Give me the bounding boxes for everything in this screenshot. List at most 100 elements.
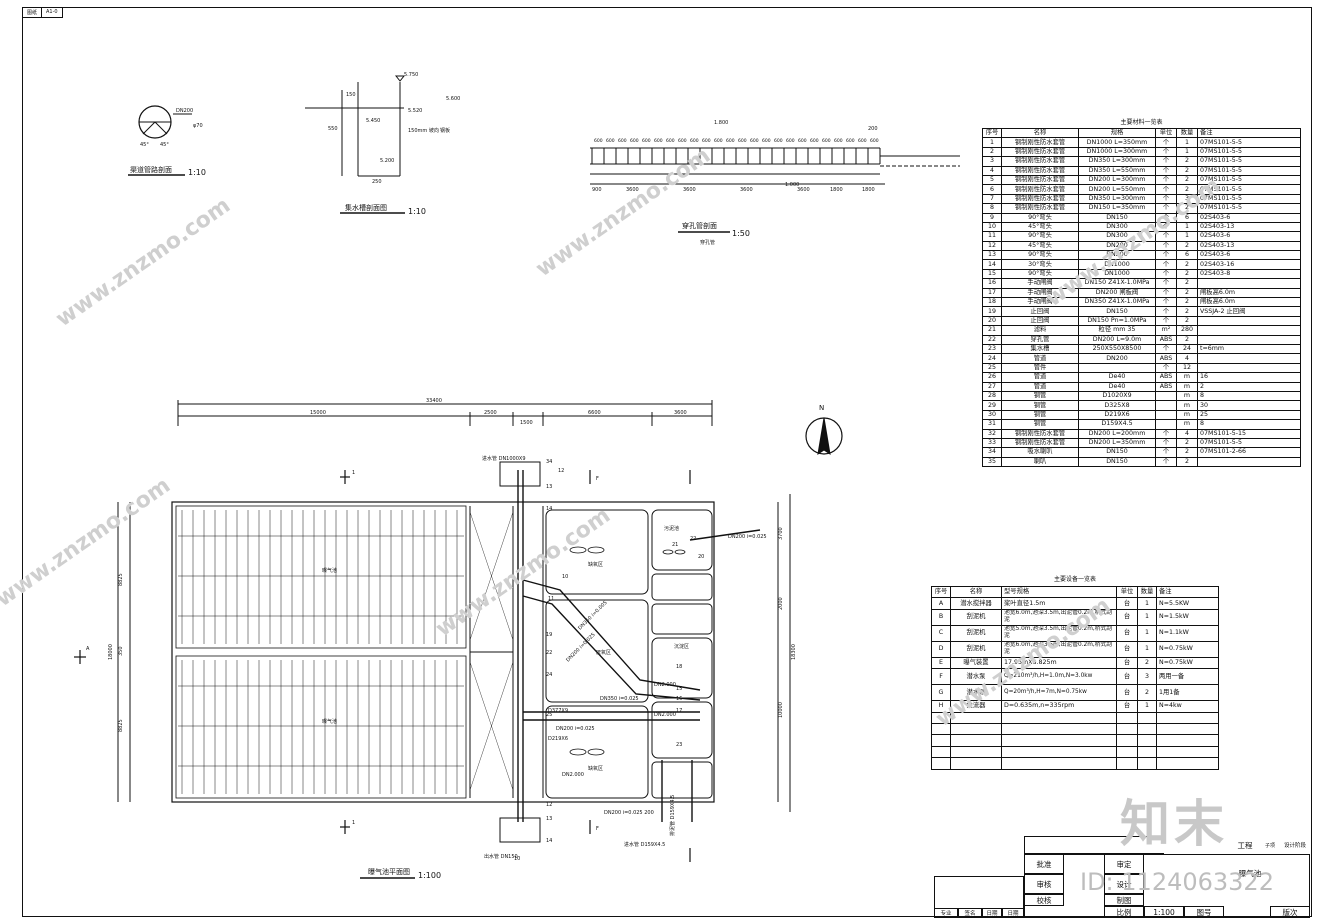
equipment-cell (1001, 711, 1117, 724)
material-cell: 16 (982, 278, 1002, 289)
equipment-cell: 台 (1116, 656, 1138, 670)
material-cell: 2 (1176, 287, 1198, 299)
north-label: N (819, 404, 824, 412)
pipe-label-phi: φ70 (193, 123, 203, 129)
material-cell: 17 (982, 287, 1002, 299)
material-cell (1155, 390, 1177, 402)
equipment-cell: Q=20m³/h,H=7m,N=0.75kw (1001, 684, 1117, 702)
callout-number: 16 (676, 696, 682, 702)
equipment-header-row: 序号名称型号规格单位数量备注 (931, 585, 1219, 599)
material-cell: 8 (1197, 419, 1301, 430)
material-cell: 45°弯头 (1001, 240, 1079, 252)
material-cell: m (1176, 372, 1198, 383)
material-cell: 90°弯头 (1001, 231, 1079, 242)
equipment-cell: 台 (1116, 624, 1138, 642)
equipment-table-title: 主要设备一览表 (1053, 576, 1096, 583)
material-cell: 个 (1155, 193, 1177, 205)
weir-level-1: 5.750 (404, 72, 418, 78)
material-cell: DN150 Pn=1.0MPa (1078, 315, 1156, 327)
equipment-cell: C (931, 624, 951, 642)
material-cell: 25 (982, 362, 1002, 374)
callout-number: 20 (698, 554, 704, 560)
material-cell: DN300 (1078, 221, 1156, 233)
tb-scale: 1:100 (1144, 906, 1184, 918)
material-cell: DN200 L=200mm (1078, 428, 1156, 439)
material-cell: D325X8 (1078, 400, 1156, 411)
material-cell: 27 (982, 381, 1002, 392)
material-cell: 个 (1155, 343, 1177, 355)
material-cell: m (1176, 381, 1198, 392)
material-cell: 穿孔管 (1001, 334, 1079, 346)
equipment-cell (950, 745, 1002, 759)
tb-review: 审核 (1024, 874, 1064, 894)
material-cell (1155, 400, 1177, 411)
material-cell: 序号 (982, 127, 1002, 139)
material-cell: 24 (982, 353, 1002, 364)
material-cell: 02S403-16 (1197, 259, 1301, 270)
equipment-cell: 2 (1137, 656, 1157, 670)
material-cell: 3 (1176, 193, 1198, 205)
material-cell: 11 (982, 231, 1002, 242)
tb-bottom-4: 日期 (1002, 908, 1024, 918)
material-cell: DN150 (1078, 447, 1156, 458)
spacing-label: 600 (774, 138, 783, 144)
right-dim-4: 10000 (778, 702, 784, 718)
material-cell: 07MS101-5-5 (1197, 156, 1301, 167)
bottom-note-2: 出水管 DN150 (484, 853, 518, 860)
callout-number: 22 (690, 536, 696, 542)
callout-number: 13 (546, 484, 552, 490)
material-cell: 33 (982, 437, 1002, 449)
equipment-cell (1137, 711, 1157, 724)
equipment-cell (1156, 722, 1219, 736)
material-cell: 个 (1155, 297, 1177, 308)
equipment-cell (931, 722, 951, 736)
material-cell: 个 (1155, 156, 1177, 167)
material-cell: 4 (1176, 428, 1198, 439)
material-cell: 29 (982, 400, 1002, 411)
equipment-cell (1137, 722, 1157, 736)
material-cell: 个 (1155, 231, 1177, 242)
zone-label-4: 缺氧区 (588, 765, 603, 772)
material-cell: 2 (1176, 456, 1198, 468)
equipment-cell (1156, 745, 1219, 759)
material-cell: 2 (1176, 165, 1198, 176)
material-cell: 07MS101-5-5 (1197, 137, 1301, 148)
tb-design: 设计 (1104, 874, 1144, 894)
material-cell: 35 (982, 456, 1002, 468)
tb-approve: 批准 (1024, 854, 1064, 874)
spacing-label: 600 (594, 138, 603, 144)
equipment-cell: 池宽6.0m,池深3.5m,出泥管0.2m,桥式刮泥 (1001, 608, 1117, 626)
equipment-row (931, 711, 1219, 724)
equipment-cell: F (931, 668, 951, 686)
material-cell: 钢管 (1001, 400, 1079, 411)
equipment-cell: 池宽5.0m,池深3.5m,出泥管0.2m,桥式刮泥 (1001, 624, 1117, 642)
material-cell: 02S403-13 (1197, 240, 1301, 252)
equipment-cell (931, 711, 951, 724)
material-cell: 2 (1176, 447, 1198, 458)
material-cell: De40 (1078, 372, 1156, 383)
material-cell: DN200 L=550mm (1078, 184, 1156, 195)
material-cell: 31 (982, 419, 1002, 430)
spacing-label: 600 (630, 138, 639, 144)
material-cell: 28 (982, 390, 1002, 402)
material-cell: DN1000 L=300mm (1078, 146, 1156, 158)
material-cell: 07MS101-5-15 (1197, 428, 1301, 439)
material-cell: 07MS101-5-5 (1197, 193, 1301, 205)
pipe-label-inlet: 进水管 DN1000X9 (482, 455, 526, 462)
material-cell: 6 (1176, 212, 1198, 223)
callout-number: 25 (546, 712, 552, 718)
equipment-cell: E (931, 656, 951, 670)
equipment-cell (931, 757, 951, 770)
equipment-cell: 1 (1137, 597, 1157, 610)
material-cell: 18 (982, 297, 1002, 308)
pipe-label-f: D219X6 (548, 736, 568, 742)
